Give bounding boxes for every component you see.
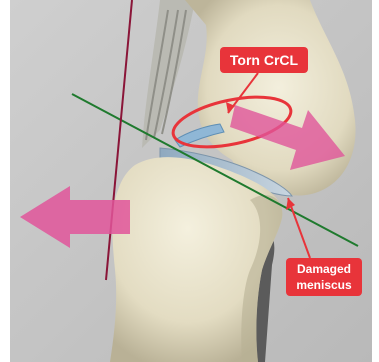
torn-crcl-label: Torn CrCL (220, 47, 308, 73)
meniscus-label-line1: Damaged (286, 261, 362, 277)
meniscus-label-line2: meniscus (286, 277, 362, 293)
damaged-meniscus-label: Damaged meniscus (286, 258, 362, 296)
knee-joint-illustration (10, 0, 372, 362)
